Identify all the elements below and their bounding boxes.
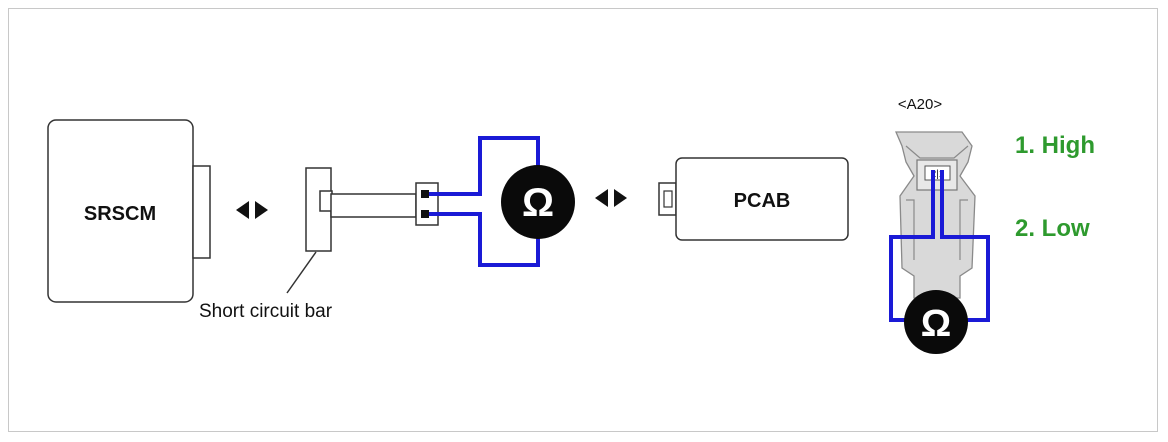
srscm-label: SRSCM <box>84 203 156 225</box>
short-bar-label: Short circuit bar <box>199 301 333 322</box>
pcab-module: PCAB <box>658 157 849 241</box>
ohm-meter-right-icon <box>904 290 968 354</box>
ohm-symbol-left: Ω <box>522 181 554 225</box>
short-bar-tab <box>319 190 333 212</box>
pin-2-label: 2. Low <box>1015 215 1090 242</box>
wire-low-left <box>429 212 540 267</box>
short-circuit-bar: Short circuit bar <box>199 167 439 322</box>
srscm-connector <box>192 165 211 259</box>
pcab-connector-pin <box>663 190 673 208</box>
pcab-body <box>675 157 849 241</box>
arrow-right-icon <box>614 189 627 207</box>
arrow-left-icon <box>595 189 608 207</box>
wire-low-right <box>889 170 935 322</box>
short-bar-pin-2 <box>421 210 429 218</box>
connect-arrows-right <box>595 189 627 207</box>
short-bar-plug <box>415 182 439 226</box>
connector-latch <box>905 145 969 159</box>
srscm-module: SRSCM <box>47 119 211 303</box>
ohm-symbol-right: Ω <box>921 303 951 345</box>
arrow-left-icon <box>236 201 249 219</box>
connect-arrows-left <box>236 201 268 219</box>
wire-high-left <box>429 136 540 196</box>
ohmmeter-left: Ω <box>429 136 575 267</box>
short-bar-pin-1 <box>421 190 429 198</box>
short-bar-shaft <box>330 193 417 218</box>
connector-housing <box>895 131 976 299</box>
wire-high-right <box>940 170 990 322</box>
pcab-label: PCAB <box>734 190 791 212</box>
short-bar-leader-line <box>286 251 317 294</box>
connector-id-label: <A20> <box>898 96 942 113</box>
connector-pin-numbers: 2|1 <box>931 169 945 180</box>
connector-ribs <box>906 199 968 260</box>
pin-1-label: 1. High <box>1015 132 1095 159</box>
ohm-meter-left-icon <box>501 165 575 239</box>
arrow-right-icon <box>255 201 268 219</box>
connector-a20: <A20> 2|1 Ω <box>889 96 990 354</box>
